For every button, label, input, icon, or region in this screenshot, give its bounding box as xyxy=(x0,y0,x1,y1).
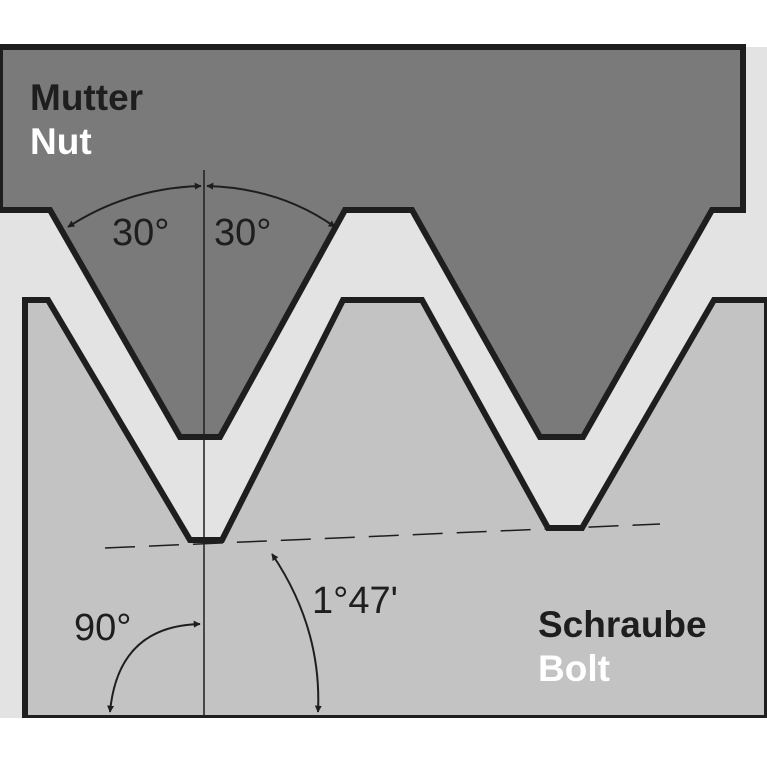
bottom-strip xyxy=(0,718,767,767)
right-angle-arc xyxy=(107,620,201,713)
nut-label-en: Nut xyxy=(30,121,92,162)
bolt-label-en: Bolt xyxy=(538,648,610,689)
right-angle-label: 90° xyxy=(74,607,131,649)
nut-label-de: Mutter xyxy=(30,77,143,118)
taper-angle-label: 1°47' xyxy=(312,580,398,622)
bolt-body xyxy=(22,297,767,721)
flank-angle-left: 30° xyxy=(112,212,169,254)
nut-body xyxy=(0,44,746,440)
flank-arc-left xyxy=(67,182,202,228)
taper-angle-arc xyxy=(271,553,322,713)
taper-dashed-line xyxy=(104,523,661,549)
flank-arc-right xyxy=(206,182,336,228)
bolt-label-de: Schraube xyxy=(538,604,707,645)
flank-angle-right: 30° xyxy=(214,212,271,254)
